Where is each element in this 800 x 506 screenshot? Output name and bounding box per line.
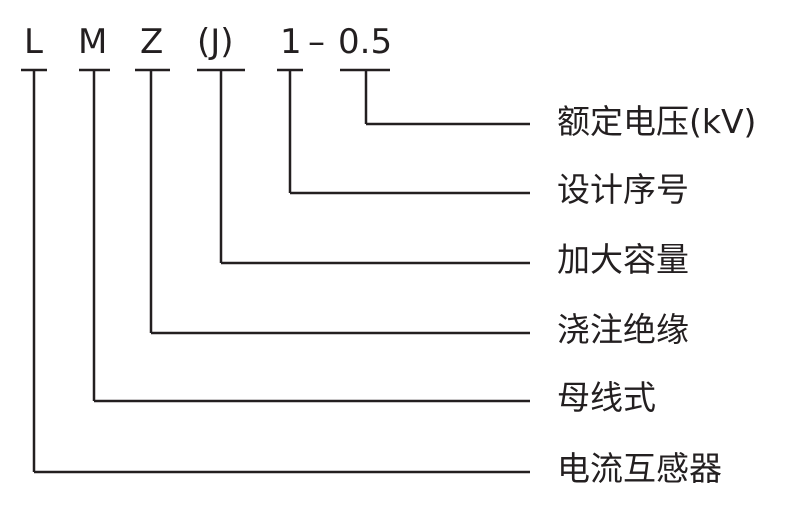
meaning-busbar-type: 母线式: [557, 378, 656, 417]
meaning-increased-capacity: 加大容量: [557, 240, 689, 279]
meaning-current-transformer: 电流互感器: [557, 449, 722, 488]
code-dash: –: [308, 22, 325, 62]
meaning-rated-voltage: 额定电压(kV): [557, 102, 757, 141]
meaning-design-number: 设计序号: [557, 170, 689, 209]
code-letter-l: L: [24, 22, 43, 62]
code-number-1: 1: [280, 22, 302, 62]
code-letter-j: (J): [197, 22, 234, 62]
code-letter-m: M: [78, 22, 108, 62]
code-voltage-value: 0.5: [338, 22, 393, 62]
code-letter-z: Z: [140, 22, 164, 62]
meaning-cast-insulation: 浇注绝缘: [557, 310, 689, 349]
